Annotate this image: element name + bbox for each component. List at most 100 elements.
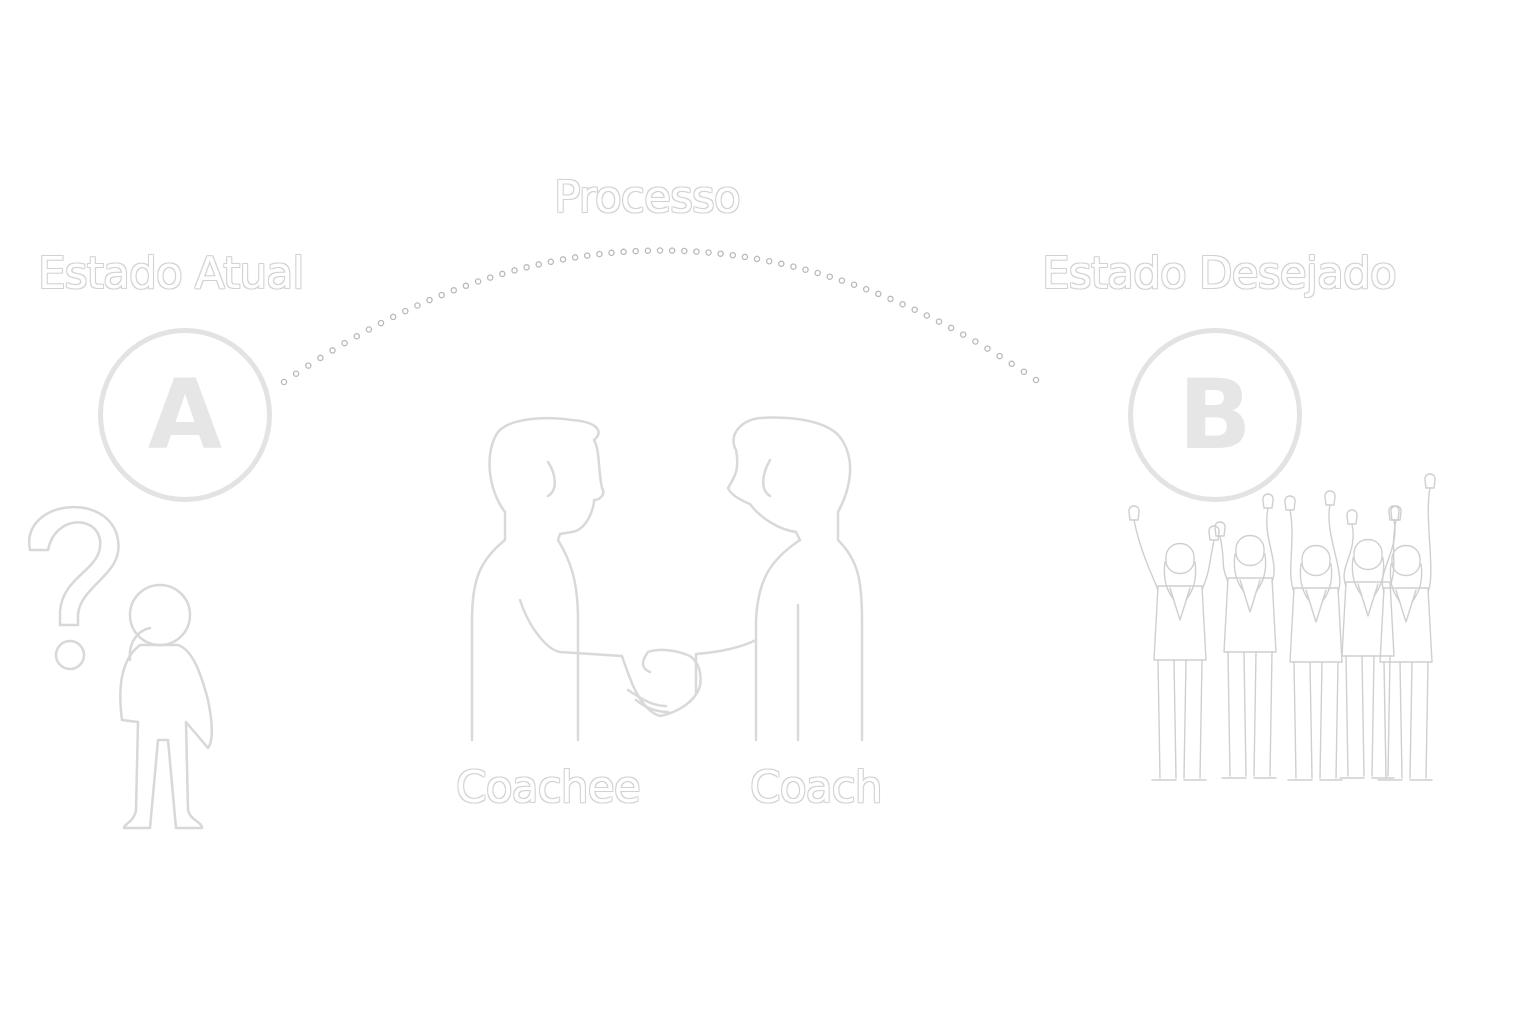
question-mark-icon bbox=[28, 505, 120, 627]
arc-dot bbox=[402, 307, 409, 315]
team-member-figure bbox=[1343, 523, 1354, 587]
arc-dot bbox=[947, 324, 955, 332]
arc-dot bbox=[341, 339, 348, 347]
arc-dot bbox=[620, 248, 627, 256]
point-b-letter: B bbox=[1178, 359, 1252, 471]
arc-dot bbox=[511, 267, 518, 274]
arc-dot bbox=[644, 247, 652, 254]
arc-dot bbox=[984, 345, 991, 352]
arc-dot bbox=[292, 370, 300, 377]
arc-dot bbox=[486, 274, 494, 281]
arc-dot bbox=[365, 326, 373, 333]
arc-dot bbox=[450, 287, 458, 294]
team-member-figure bbox=[1169, 587, 1191, 621]
team-member-figure bbox=[1357, 583, 1379, 617]
arc-dot bbox=[547, 258, 555, 266]
arc-dot bbox=[280, 378, 288, 386]
arc-dot bbox=[887, 295, 894, 303]
arc-dot bbox=[535, 261, 542, 268]
arc-dot bbox=[632, 247, 639, 255]
team-member-figure bbox=[1346, 509, 1358, 525]
arc-dot bbox=[596, 250, 603, 258]
team-member-figure bbox=[1395, 589, 1417, 623]
team-member-figure bbox=[1208, 525, 1220, 541]
arc-dot bbox=[377, 319, 385, 327]
arc-dot bbox=[899, 300, 906, 308]
arc-dot bbox=[814, 269, 821, 277]
arc-dot bbox=[608, 249, 615, 257]
team-member-figure bbox=[1305, 589, 1327, 623]
team-member-figure bbox=[1383, 661, 1429, 779]
arc-dot bbox=[668, 247, 676, 254]
team-member-figure bbox=[1301, 545, 1331, 577]
team-member-figure bbox=[1201, 539, 1215, 591]
coachee-label: Coachee bbox=[456, 762, 641, 813]
team-member-figure bbox=[1390, 505, 1402, 521]
process-label: Processo bbox=[554, 172, 741, 223]
arc-dot bbox=[729, 251, 737, 259]
team-member-figure bbox=[1353, 539, 1383, 571]
arc-dot bbox=[838, 277, 846, 284]
team-member-figure bbox=[1324, 490, 1336, 506]
team-member-figure bbox=[1266, 507, 1275, 583]
arc-dot bbox=[705, 249, 712, 256]
arc-dot bbox=[717, 250, 724, 257]
team-member-figure bbox=[1262, 493, 1274, 509]
team-member-figure bbox=[1239, 579, 1261, 613]
arc-dot bbox=[753, 255, 761, 263]
team-member-figure bbox=[1227, 651, 1273, 777]
team-member-figure bbox=[1219, 535, 1229, 583]
arc-dot bbox=[1020, 368, 1028, 375]
arc-dot bbox=[414, 302, 421, 309]
arc-dot bbox=[389, 313, 397, 321]
arc-dot bbox=[317, 354, 324, 362]
arc-dot bbox=[305, 362, 312, 369]
arc-dot bbox=[523, 264, 530, 271]
arc-dot bbox=[656, 247, 664, 254]
coach-label: Coach bbox=[750, 762, 883, 813]
arc-dot bbox=[474, 278, 482, 285]
arc-dot bbox=[353, 332, 361, 340]
team-member-figure bbox=[1341, 581, 1395, 657]
team-member-figure bbox=[1328, 504, 1341, 593]
point-a-letter: A bbox=[147, 359, 223, 471]
arc-dot bbox=[935, 318, 943, 325]
arc-dot bbox=[862, 285, 870, 293]
arc-dot bbox=[559, 256, 567, 263]
team-member-figure bbox=[1391, 545, 1421, 577]
arc-dot bbox=[438, 291, 445, 299]
arc-dot bbox=[802, 266, 809, 273]
desired-state-label: Estado Desejado bbox=[1042, 248, 1397, 299]
team-member-figure bbox=[1289, 587, 1343, 663]
team-member-figure bbox=[1388, 505, 1400, 521]
arc-dot bbox=[741, 253, 749, 261]
arc-dot bbox=[959, 331, 967, 338]
team-member-figure bbox=[1345, 655, 1391, 777]
current-state-label: Estado Atual bbox=[38, 248, 304, 299]
arc-dot bbox=[923, 312, 931, 319]
arc-dot bbox=[571, 254, 579, 261]
point-b-marker: B bbox=[1128, 328, 1302, 502]
arc-dot bbox=[499, 270, 506, 278]
team-member-figure bbox=[1381, 519, 1396, 593]
team-member-figure bbox=[1133, 519, 1159, 591]
arc-dots bbox=[280, 247, 1040, 386]
arc-dot bbox=[972, 338, 979, 345]
point-a-marker: A bbox=[98, 328, 272, 502]
team-member-figure bbox=[1214, 521, 1226, 537]
team-member-figure bbox=[1289, 509, 1295, 593]
arc-dot bbox=[1032, 376, 1040, 384]
arc-dot bbox=[778, 260, 785, 268]
arc-dot bbox=[911, 306, 918, 313]
arc-dot bbox=[583, 252, 591, 259]
arc-dot bbox=[790, 263, 797, 270]
team-member-figure bbox=[1128, 505, 1140, 521]
team-member-figure bbox=[1379, 587, 1433, 663]
arc-dot bbox=[426, 296, 433, 304]
team-member-figure bbox=[1153, 585, 1207, 661]
